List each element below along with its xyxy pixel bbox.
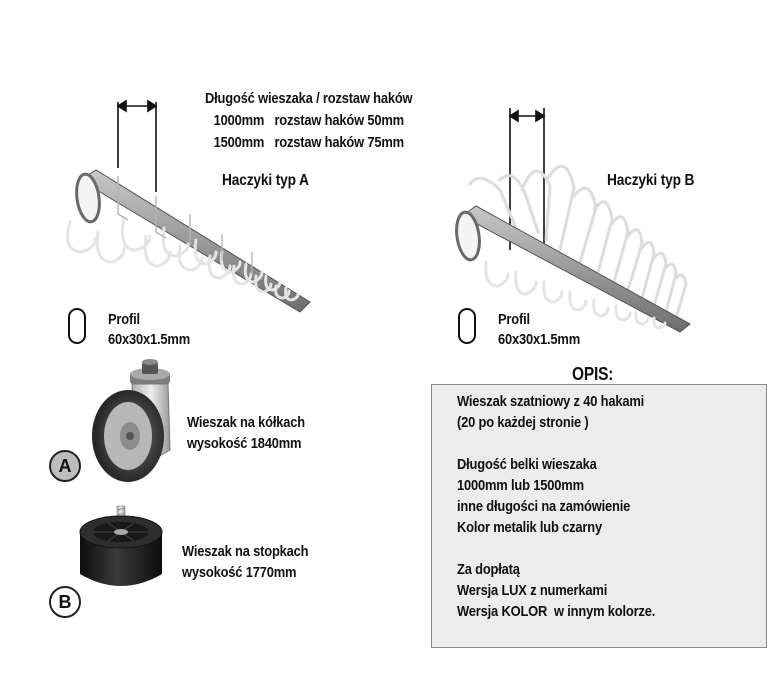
profile-label: Profil (108, 311, 140, 328)
description-line (457, 538, 655, 559)
description-line: Wersja KOLOR w innym kolorze. (457, 603, 656, 620)
description-line: Wersja LUX z numerkami (457, 582, 608, 599)
description-line: 1000mm lub 1500mm (457, 477, 584, 494)
header-title: Długość wieszaka / rozstaw haków (205, 90, 413, 107)
option-a-badge: A (49, 450, 81, 482)
length-spacing-header: Długość wieszaka / rozstaw haków 1000mm … (205, 88, 413, 154)
header-spec-1000: 1000mm rozstaw haków 50mm (213, 112, 405, 129)
header-spec-1500: 1500mm rozstaw haków 75mm (213, 134, 405, 151)
description-line (457, 433, 655, 454)
profile-spec-b: Profil 60x30x1.5mm (498, 310, 580, 350)
profile-dimensions: 60x30x1.5mm (498, 331, 581, 348)
option-a-description: Wieszak na kółkach wysokość 1840mm (187, 412, 305, 454)
description-line: Wieszak szatniowy z 40 hakami (457, 393, 645, 410)
hook-type-b-label: Haczyki typ B (607, 172, 695, 189)
option-a-height: wysokość 1840mm (187, 435, 302, 452)
option-b-height: wysokość 1770mm (182, 564, 297, 581)
option-b-badge: B (49, 586, 81, 618)
spacing-dimension-marker (116, 99, 158, 192)
rack-type-b (455, 108, 691, 333)
description-line: inne długości na zamówienie (457, 498, 631, 515)
description-line: Za dopłatą (457, 561, 520, 578)
option-b-description: Wieszak na stopkach wysokość 1770mm (182, 541, 309, 583)
caster-wheel-illustration (92, 359, 171, 482)
hook-type-a-label: Haczyki typ A (222, 172, 309, 189)
option-b-title: Wieszak na stopkach (182, 543, 309, 560)
description-line: (20 po każdej stronie ) (457, 414, 589, 431)
profile-oval-icon (68, 308, 86, 344)
profile-label: Profil (498, 311, 530, 328)
description-box (431, 384, 767, 648)
rack-type-a (66, 99, 311, 313)
description-line: Kolor metalik lub czarny (457, 519, 602, 536)
option-a-title: Wieszak na kółkach (187, 414, 305, 431)
description-text: Wieszak szatniowy z 40 hakami (20 po każ… (457, 391, 655, 622)
profile-dimensions: 60x30x1.5mm (108, 331, 191, 348)
leveling-foot-illustration (79, 505, 163, 586)
profile-oval-icon (458, 308, 476, 344)
description-title: OPIS: (572, 364, 614, 384)
description-line: Długość belki wieszaka (457, 456, 597, 473)
profile-spec-a: Profil 60x30x1.5mm (108, 310, 190, 350)
